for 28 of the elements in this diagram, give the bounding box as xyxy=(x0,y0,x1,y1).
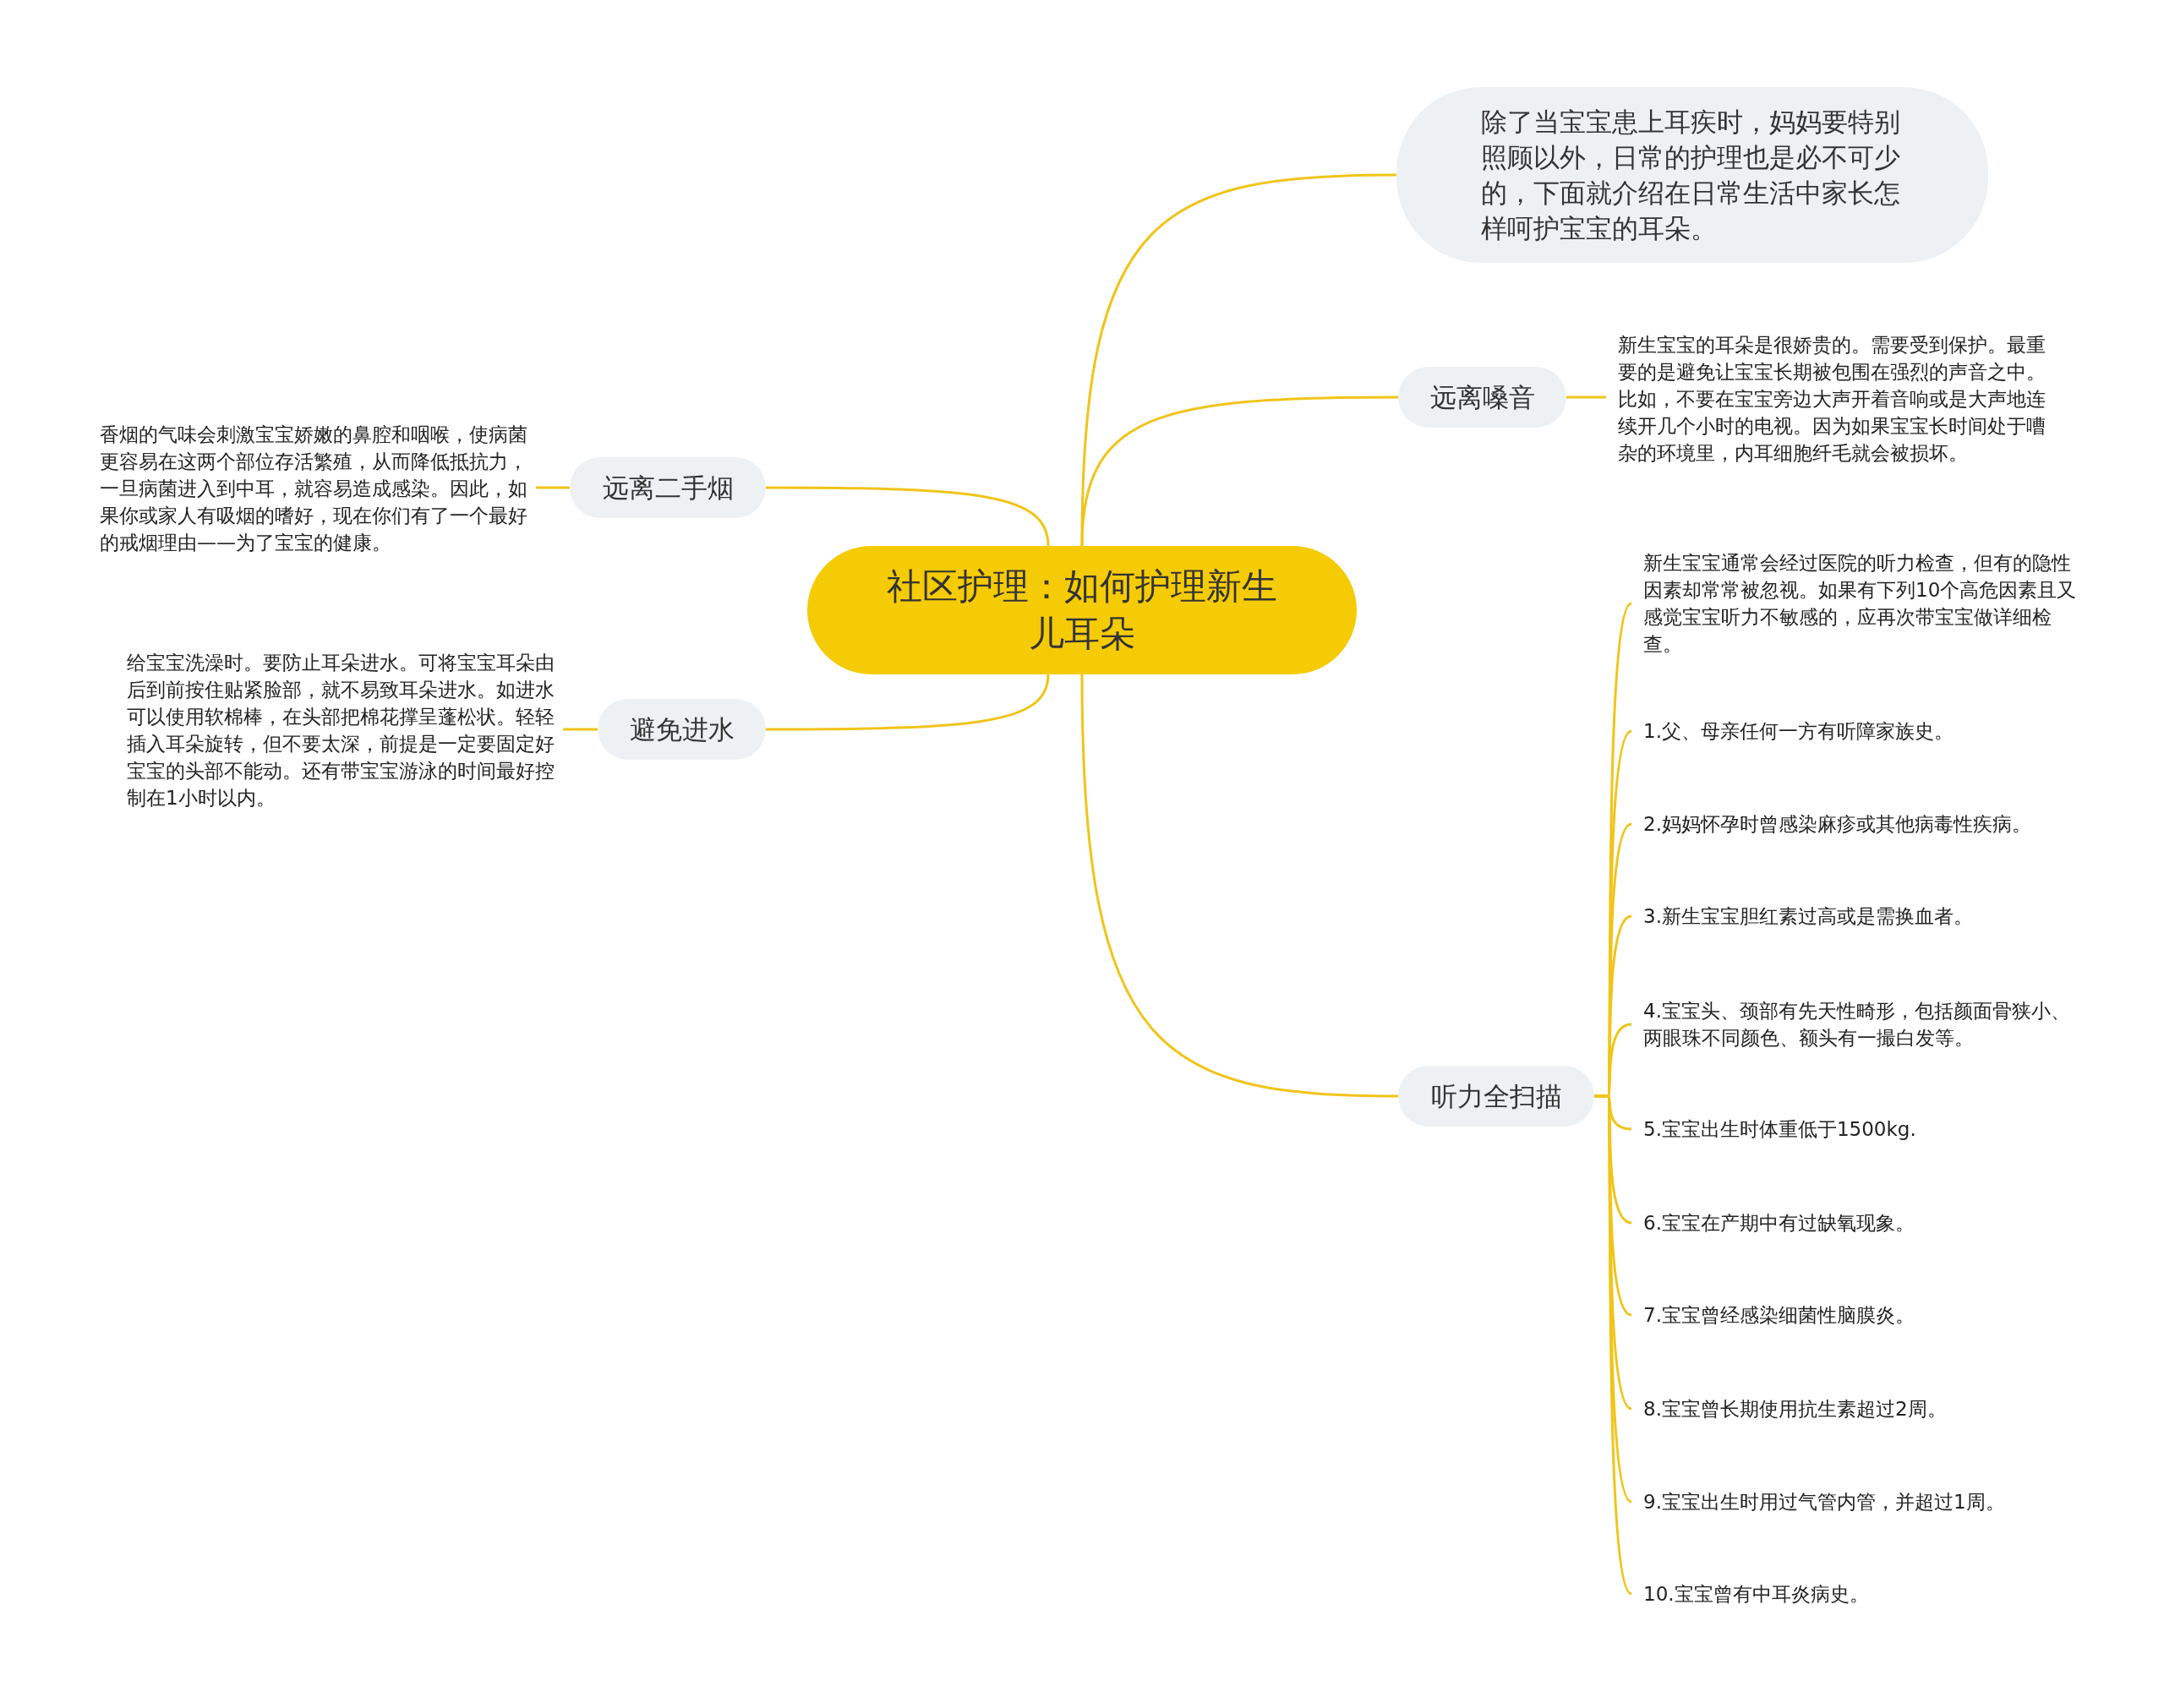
connector-line xyxy=(1080,674,1399,1098)
note-text: 香烟的气味会刺激宝宝娇嫩的鼻腔和咽喉，使病菌更容易在这两个部位存活繁殖，从而降低抵抗力，一旦病菌进入到中耳，就容易造成感染。因此，如果你或家人有吸烟的嗜好，现在你们有了一个最好的戒烟理由——为了宝宝的健康。 xyxy=(88,421,536,556)
connector-line xyxy=(766,674,1050,731)
list-item-text: 1.父、母亲任何一方有听障家族史。 xyxy=(1631,718,2088,745)
list-item-text: 7.宝宝曾经感染细菌性脑膜炎。 xyxy=(1631,1301,2088,1329)
connector-line xyxy=(536,486,570,489)
list-item-text: 6.宝宝在产期中有过缺氧现象。 xyxy=(1631,1209,2088,1236)
topic-pill: 远离二手烟 xyxy=(570,457,766,518)
connector-line xyxy=(1080,173,1397,547)
list-item-text: 新生宝宝通常会经过医院的听力检查，但有的隐性因素却常常被忽视。如果有下列10个高危因素且又感觉宝宝听力不敏感的，应再次带宝宝做详细检查。 xyxy=(1631,549,2088,658)
note-text: 给宝宝洗澡时。要防止耳朵进水。可将宝宝耳朵由后到前按住贴紧脸部，就不易致耳朵进水。如进水可以使用软棉棒，在头部把棉花撑呈蓬松状。轻轻插入耳朵旋转，但不要太深，前提是一定要固定好宝宝的头部不能动。还有带宝宝游泳的时间最好控制在1小时以内。 xyxy=(115,649,563,811)
list-item-text: 9.宝宝出生时用过气管内管，并超过1周。 xyxy=(1631,1488,2088,1515)
central-topic: 社区护理：如何护理新生儿耳朵 xyxy=(807,546,1357,674)
topic-pill: 听力全扫描 xyxy=(1398,1066,1594,1127)
list-item-text: 3.新生宝宝胆红素过高或是需换血者。 xyxy=(1631,903,2088,930)
connector-line xyxy=(563,728,598,731)
list-item-text: 10.宝宝曾有中耳炎病史。 xyxy=(1631,1580,2088,1607)
connector-line xyxy=(766,486,1050,547)
list-item-text: 2.妈妈怀孕时曾感染麻疹或其他病毒性疾病。 xyxy=(1631,810,2088,838)
list-item-text: 8.宝宝曾长期使用抗生素超过2周。 xyxy=(1631,1395,2088,1422)
note-bubble: 除了当宝宝患上耳疾时，妈妈要特别照顾以外，日常的护理也是必不可少的，下面就介绍在日常生活中家长怎样呵护宝宝的耳朵。 xyxy=(1396,87,1988,263)
topic-pill: 远离嗓音 xyxy=(1398,367,1566,428)
topic-pill: 避免进水 xyxy=(598,699,766,760)
connector-line xyxy=(1566,396,1606,399)
list-item-text: 5.宝宝出生时体重低于1500kg. xyxy=(1631,1116,2088,1143)
note-text: 新生宝宝的耳朵是很娇贵的。需要受到保护。最重要的是避免让宝宝长期被包围在强烈的声音之中。比如，不要在宝宝旁边大声开着音响或是大声地连续开几个小时的电视。因为如果宝宝长时间处于嘈杂的环境里，内耳细胞纤毛就会被损坏。 xyxy=(1606,331,2063,467)
list-item-text: 4.宝宝头、颈部有先天性畸形，包括颜面骨狭小、两眼珠不同颜色、额头有一撮白发等。 xyxy=(1631,997,2088,1051)
connector-line xyxy=(1080,396,1398,547)
